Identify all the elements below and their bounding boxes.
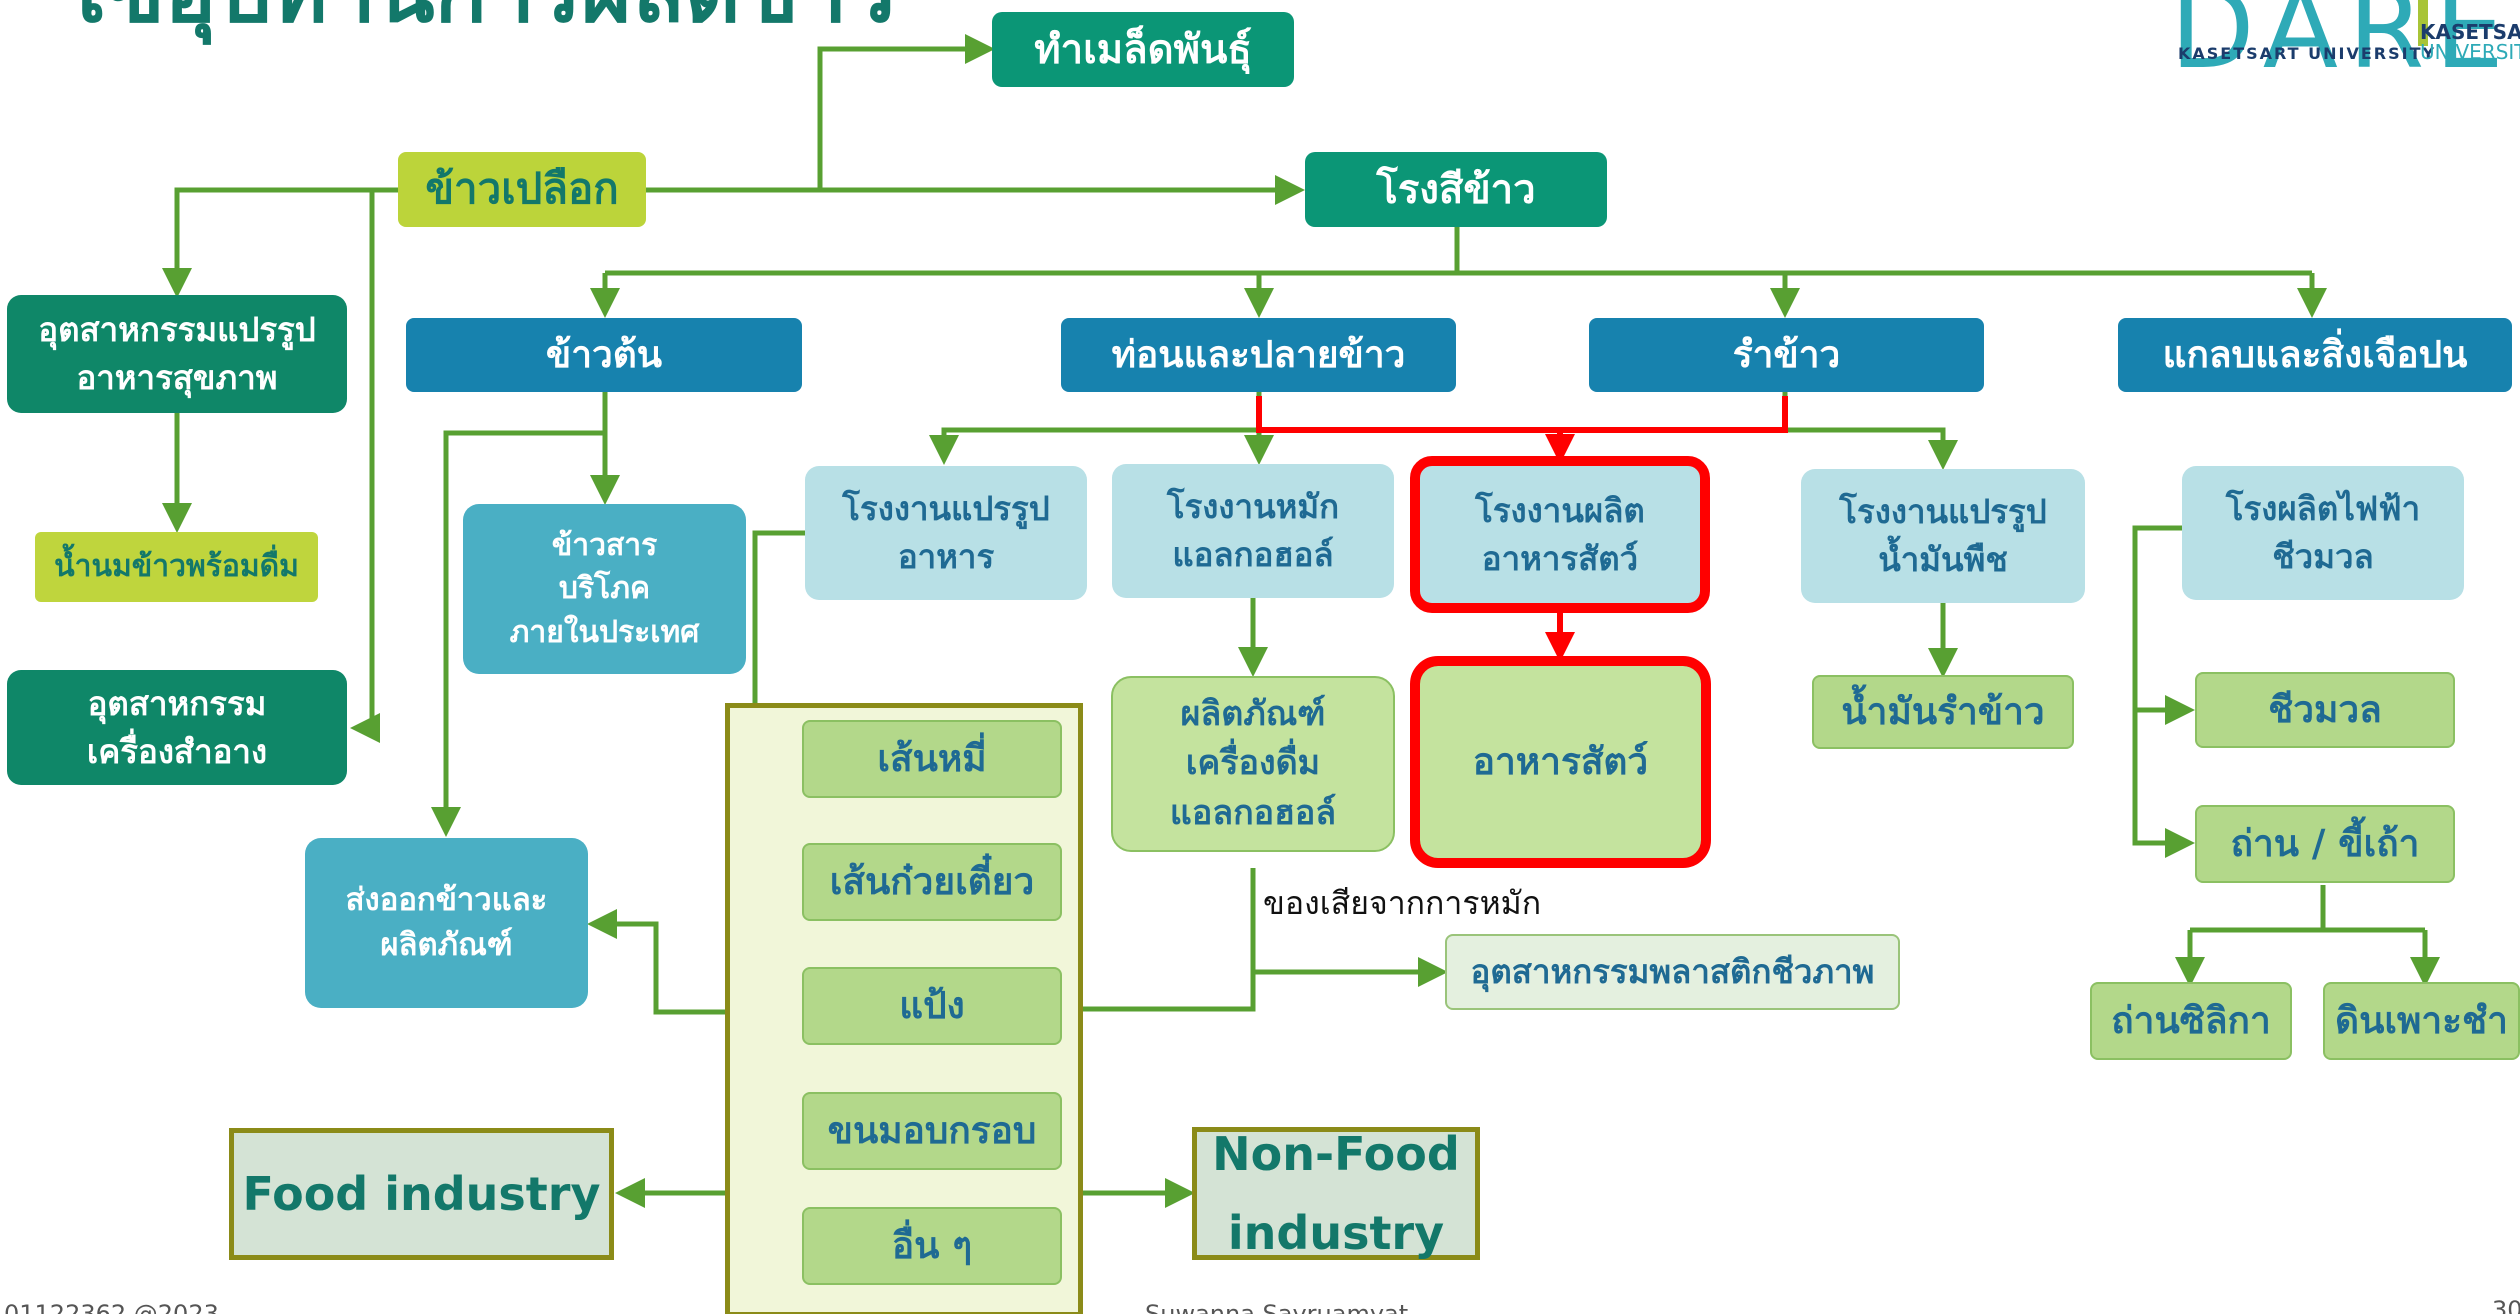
node-mill: โรงสีข้าว xyxy=(1305,152,1607,227)
node-milled-domestic: ข้าวสาร บริโภค ภายในประเทศ xyxy=(463,504,746,674)
node-rice-noodles: เส้นก๋วยเตี๋ยว xyxy=(802,843,1062,921)
note-fermentation-waste: ของเสียจากการหมัก xyxy=(1263,884,1542,922)
node-head-rice: ข้าวต้น xyxy=(406,318,802,392)
dare-logo: DARE xyxy=(2170,0,2514,93)
dare-logo-caption: KASETSART UNIVERSITY xyxy=(2178,44,2437,63)
node-health-food: อุตสาหกรรมแปรรูป อาหารสุขภาพ xyxy=(7,295,347,413)
node-bioplastic: อุตสาหกรรมพลาสติกชีวภาพ xyxy=(1445,934,1900,1010)
node-export: ส่งออกข้าวและ ผลิตภัณฑ์ xyxy=(305,838,588,1008)
node-charcoal-ash: ถ่าน / ขี้เถ้า xyxy=(2195,805,2455,883)
node-paddy: ข้าวเปลือก xyxy=(398,152,646,227)
node-rice-milk: น้ำนมข้าวพร้อมดื่ม xyxy=(35,532,318,602)
footer-course: 01122362 @2023 xyxy=(4,1300,219,1314)
node-broken-rice: ท่อนและปลายข้าว xyxy=(1061,318,1456,392)
node-oil-plant: โรงงานแปรรูป น้ำมันพืช xyxy=(1801,469,2085,603)
footer-author: Suwanna Sayruamyat xyxy=(1145,1300,1409,1314)
ku-logo-line2: UNIVERSITY xyxy=(2420,40,2520,64)
node-others: อื่น ๆ xyxy=(802,1207,1062,1285)
node-husk: แกลบและสิ่งเจือปน xyxy=(2118,318,2512,392)
ku-logo-line1: KASETSART xyxy=(2420,20,2520,44)
node-flour: แป้ง xyxy=(802,967,1062,1045)
node-biomass-plant: โรงผลิตไฟฟ้า ชีวมวล xyxy=(2182,466,2464,600)
node-seed: ทำเมล็ดพันธุ์ xyxy=(992,12,1294,87)
node-nonfood-industry: Non-Food industry xyxy=(1192,1127,1480,1260)
node-food-plant: โรงงานแปรรูป อาหาร xyxy=(805,466,1087,600)
node-brewery: โรงงานหมัก แอลกอฮอล์ xyxy=(1112,464,1394,598)
page-title: โซ่อุปทานการผลิตข้าว xyxy=(60,0,895,59)
node-seedling-soil: ดินเพาะชำ xyxy=(2323,982,2520,1060)
node-alcohol-products: ผลิตภัณฑ์ เครื่องดื่ม แอลกอฮอล์ xyxy=(1111,676,1395,852)
node-biomass: ชีวมวล xyxy=(2195,672,2455,748)
footer-page-number: 30 xyxy=(2492,1296,2520,1314)
logo-divider xyxy=(2418,0,2428,46)
node-bran: รำข้าว xyxy=(1589,318,1984,392)
node-feed-plant: โรงงานผลิต อาหารสัตว์ xyxy=(1410,456,1710,613)
node-crackers: ขนมอบกรอบ xyxy=(802,1092,1062,1170)
node-animal-feed: อาหารสัตว์ xyxy=(1410,656,1711,868)
node-food-industry: Food industry xyxy=(229,1128,614,1260)
node-rice-vermicelli: เส้นหมี่ xyxy=(802,720,1062,798)
node-cosmetics: อุตสาหกรรม เครื่องสำอาง xyxy=(7,670,347,785)
node-rice-bran-oil: น้ำมันรำข้าว xyxy=(1812,675,2074,749)
node-silica-char: ถ่านซิลิกา xyxy=(2090,982,2292,1060)
